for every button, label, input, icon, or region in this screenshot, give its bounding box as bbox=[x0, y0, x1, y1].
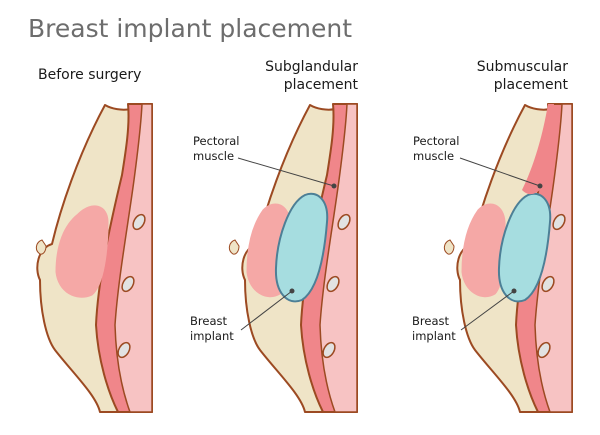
leader-line-pectoral-subglandular bbox=[237, 157, 335, 187]
panel-title-line: placement bbox=[283, 77, 358, 93]
leader-line-pectoral-submuscular bbox=[459, 157, 541, 187]
callout-line: implant bbox=[412, 329, 456, 343]
panel-subglandular bbox=[228, 103, 358, 413]
callout-breast-implant-subglandular: Breast implant bbox=[190, 314, 234, 344]
leader-lines bbox=[237, 157, 543, 331]
breast-implant bbox=[497, 192, 552, 303]
panel-title-subglandular: Subglandular placement bbox=[240, 58, 358, 94]
leader-dot bbox=[511, 288, 517, 294]
nipple bbox=[228, 239, 240, 255]
callout-pectoral-muscle-subglandular: Pectoral muscle bbox=[193, 134, 239, 164]
pectoral-muscle-over-implant bbox=[522, 104, 554, 195]
callout-line: muscle bbox=[193, 149, 235, 163]
leader-dot bbox=[289, 288, 295, 294]
leader-dot bbox=[537, 183, 543, 189]
breast-implant bbox=[274, 192, 329, 303]
callout-line: Breast bbox=[412, 314, 449, 328]
panel-before-surgery bbox=[35, 103, 153, 413]
callout-line: Pectoral bbox=[413, 134, 460, 148]
callout-pectoral-muscle-submuscular: Pectoral muscle bbox=[413, 134, 459, 164]
leader-line-implant-submuscular bbox=[460, 290, 515, 331]
panel-title-before-surgery: Before surgery bbox=[38, 66, 141, 84]
panel-title-line: Before surgery bbox=[38, 67, 142, 83]
nipple bbox=[35, 239, 47, 255]
panel-title-submuscular: Submuscular placement bbox=[450, 58, 568, 94]
callout-line: Pectoral bbox=[193, 134, 240, 148]
mammary-gland bbox=[55, 205, 109, 298]
mammary-gland bbox=[461, 203, 506, 298]
callout-breast-implant-submuscular: Breast implant bbox=[412, 314, 456, 344]
leader-line-implant-subglandular bbox=[240, 290, 293, 331]
panel-title-line: Subglandular bbox=[265, 59, 358, 75]
nipple bbox=[443, 239, 455, 255]
callout-line: implant bbox=[190, 329, 234, 343]
panel-title-line: placement bbox=[493, 77, 568, 93]
callout-line: muscle bbox=[413, 149, 455, 163]
diagram-title: Breast implant placement bbox=[28, 14, 353, 43]
panel-title-line: Submuscular bbox=[476, 59, 568, 75]
callout-line: Breast bbox=[190, 314, 227, 328]
leader-dot bbox=[331, 183, 337, 189]
panel-submuscular bbox=[443, 103, 573, 413]
